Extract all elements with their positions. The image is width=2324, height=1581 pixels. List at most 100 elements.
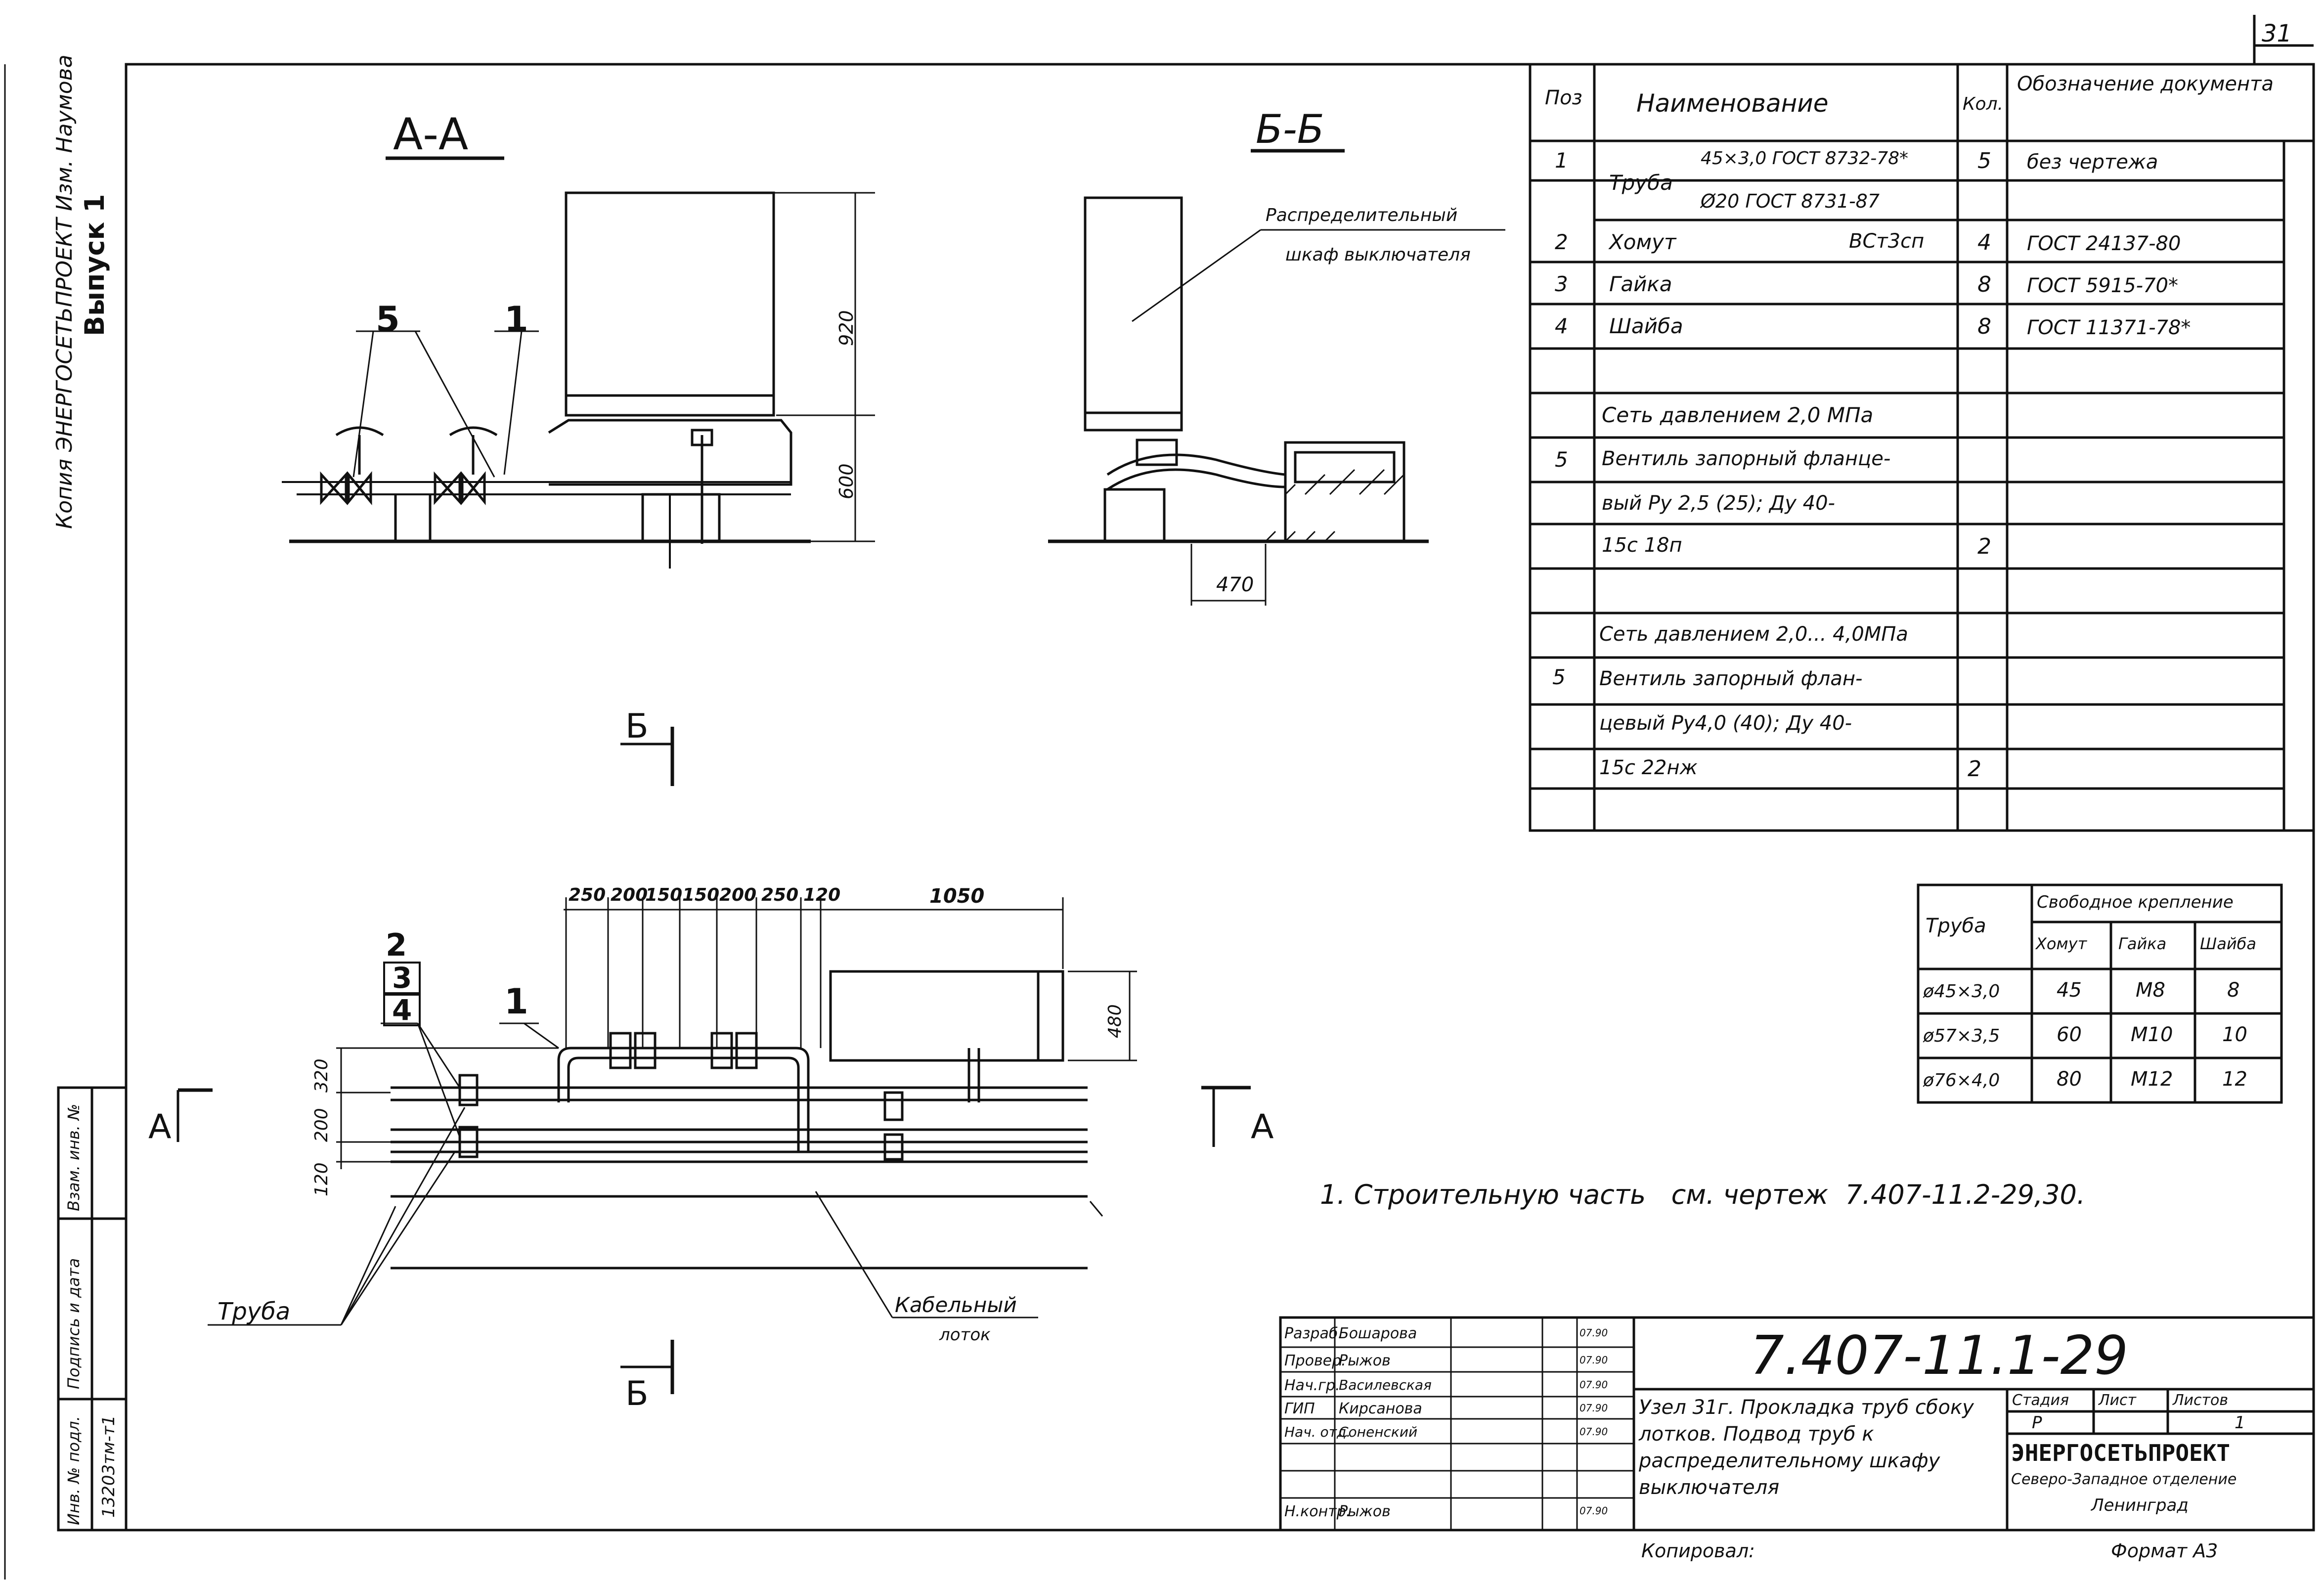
- callout-1-section: 1: [504, 299, 528, 340]
- tb-role-5: Нач. отд.: [1284, 1424, 1351, 1440]
- cabinet-callout-2: шкаф выключателя: [1285, 245, 1471, 265]
- doc-code: 7.407-11.1-29: [1750, 1325, 2129, 1387]
- fast-r2-washer: 10: [2222, 1023, 2247, 1046]
- spec-r1b-spec: Ø20 ГОСТ 8731-87: [1701, 190, 1880, 212]
- spec-r1-qty: 5: [1977, 148, 1991, 174]
- fast-r1-nut: М8: [2136, 979, 2165, 1002]
- dim-200a: 200: [611, 885, 648, 905]
- strip-inv-label: Инв. № подл.: [64, 1416, 83, 1525]
- spec-r5a-pos: 5: [1555, 447, 1568, 472]
- fast-r3-pipe: ø76×4,0: [1923, 1070, 2000, 1091]
- spec-r4-pos: 4: [1555, 314, 1568, 338]
- fast-r3-washer: 12: [2222, 1068, 2247, 1091]
- spec-r1-pos: 1: [1555, 148, 1568, 173]
- strip-sign-label: Подпись и дата: [64, 1258, 83, 1389]
- tb-name-2: Рыжов: [1339, 1352, 1391, 1369]
- dim-120-left: 120: [311, 1162, 332, 1196]
- dim-480: 480: [1105, 1004, 1125, 1038]
- spec-r5a-name3: 15с 18п: [1602, 534, 1682, 557]
- spec-r1-doc: без чертежа: [2027, 151, 2158, 174]
- copied-label: Копировал:: [1641, 1540, 1755, 1562]
- label-cable-2: лоток: [939, 1325, 991, 1345]
- dim-200b: 200: [719, 885, 757, 905]
- spec-r1-name: Труба: [1609, 171, 1673, 195]
- spec-r5a-name1: Вентиль запорный фланце-: [1602, 447, 1891, 470]
- fast-head-clamp: Хомут: [2036, 934, 2087, 953]
- dim-120a: 120: [803, 885, 841, 905]
- cut-b-bottom: Б: [625, 1374, 649, 1413]
- label-cable-1: Кабельный: [895, 1293, 1017, 1317]
- tb-role-1: Разраб.: [1284, 1325, 1343, 1342]
- tb-name-3: Василевская: [1339, 1377, 1432, 1393]
- spec-r5b-qty: 2: [1968, 756, 1981, 782]
- dim-1050: 1050: [929, 885, 985, 908]
- dim-150b: 150: [682, 885, 720, 905]
- spec-r5b-pos: 5: [1552, 665, 1566, 689]
- spec-r5a-qty: 2: [1977, 534, 1991, 559]
- dim-250b: 250: [761, 885, 799, 905]
- note-construction: 1. Строительную часть см. чертеж 7.407-1…: [1320, 1179, 2085, 1210]
- cabinet-callout-1: Распределительный: [1266, 205, 1458, 225]
- tb-sheets: 1: [2235, 1413, 2245, 1433]
- fast-r2-pipe: ø57×3,5: [1923, 1026, 2000, 1046]
- spec-head-doc: Обозначение документа: [2017, 73, 2274, 95]
- tb-date-7: 07.90: [1579, 1505, 1608, 1517]
- dim-320: 320: [311, 1058, 332, 1093]
- tb-date-1: 07.90: [1579, 1327, 1608, 1339]
- spec-r3-doc: ГОСТ 5915-70*: [2027, 274, 2178, 297]
- spec-r2-qty: 4: [1977, 230, 1991, 255]
- tb-date-3: 07.90: [1579, 1379, 1608, 1391]
- tb-role-3: Нач.гр.: [1284, 1377, 1340, 1394]
- tb-sheet-label: Лист: [2099, 1392, 2137, 1409]
- callout-4: 4: [383, 994, 421, 1026]
- tb-sheets-label: Листов: [2173, 1392, 2229, 1409]
- tb-role-2: Провер.: [1284, 1352, 1346, 1369]
- cut-a-left: А: [148, 1107, 172, 1146]
- callout-2: 2: [386, 927, 407, 963]
- tb-date-5: 07.90: [1579, 1426, 1608, 1438]
- fast-head-group: Свободное крепление: [2037, 892, 2234, 912]
- spec-r5b-name3: 15с 22нж: [1599, 756, 1698, 779]
- spec-net-1: Сеть давлением 2,0 МПа: [1602, 403, 1874, 427]
- spec-head-qty: Кол.: [1963, 94, 2004, 114]
- cut-a-right: А: [1251, 1107, 1274, 1146]
- tb-role-7: Н.контр.: [1284, 1503, 1351, 1520]
- tb-org-city: Ленинград: [2091, 1495, 2189, 1515]
- spec-head-name: Наименование: [1636, 89, 1829, 118]
- tb-date-4: 07.90: [1579, 1402, 1608, 1414]
- tb-name-7: Рыжов: [1339, 1503, 1391, 1520]
- strip-replace-label: Взам. инв. №: [64, 1103, 83, 1211]
- spec-r2-spec: ВСт3сп: [1849, 230, 1925, 253]
- spec-r4-name: Шайба: [1609, 314, 1683, 338]
- format-label: Формат А3: [2111, 1540, 2218, 1562]
- dim-200-left: 200: [311, 1108, 332, 1142]
- fast-r1-washer: 8: [2227, 979, 2240, 1002]
- spec-r2-name: Хомут: [1609, 230, 1676, 254]
- fast-r3-nut: М12: [2131, 1068, 2173, 1091]
- spec-head-pos: Поз: [1545, 87, 1582, 109]
- fast-r1-pipe: ø45×3,0: [1923, 981, 2000, 1002]
- spec-r5a-name2: вый Ру 2,5 (25); Ду 40-: [1602, 492, 1835, 515]
- fast-r3-clamp: 80: [2057, 1068, 2082, 1091]
- spec-r4-qty: 8: [1977, 314, 1991, 339]
- label-pipe: Труба: [218, 1298, 291, 1325]
- fast-head-nut: Гайка: [2118, 934, 2167, 953]
- tb-name-1: Бошарова: [1339, 1325, 1417, 1342]
- callout-5: 5: [376, 299, 400, 340]
- spec-r1-spec: 45×3,0 ГОСТ 8732-78*: [1701, 148, 1909, 169]
- tb-name-4: Кирсанова: [1339, 1400, 1422, 1417]
- spec-r5b-name1: Вентиль запорный флан-: [1599, 667, 1863, 690]
- spec-r2-pos: 2: [1555, 230, 1568, 254]
- fast-r2-clamp: 60: [2057, 1023, 2082, 1046]
- spec-r2-doc: ГОСТ 24137-80: [2027, 232, 2181, 255]
- section-aa-title: А-А: [393, 109, 469, 160]
- dim-920: 920: [835, 310, 857, 346]
- tb-date-2: 07.90: [1579, 1354, 1608, 1366]
- tb-stage-label: Стадия: [2012, 1392, 2069, 1409]
- section-bb-title: Б-Б: [1256, 106, 1324, 152]
- tb-org: ЭНЕРГОСЕТЬПРОЕКТ: [2011, 1440, 2231, 1466]
- spec-r5b-name2: цевый Ру4,0 (40); Ду 40-: [1599, 712, 1852, 735]
- dim-250a: 250: [569, 885, 606, 905]
- spec-net-2: Сеть давлением 2,0... 4,0МПа: [1599, 623, 1908, 646]
